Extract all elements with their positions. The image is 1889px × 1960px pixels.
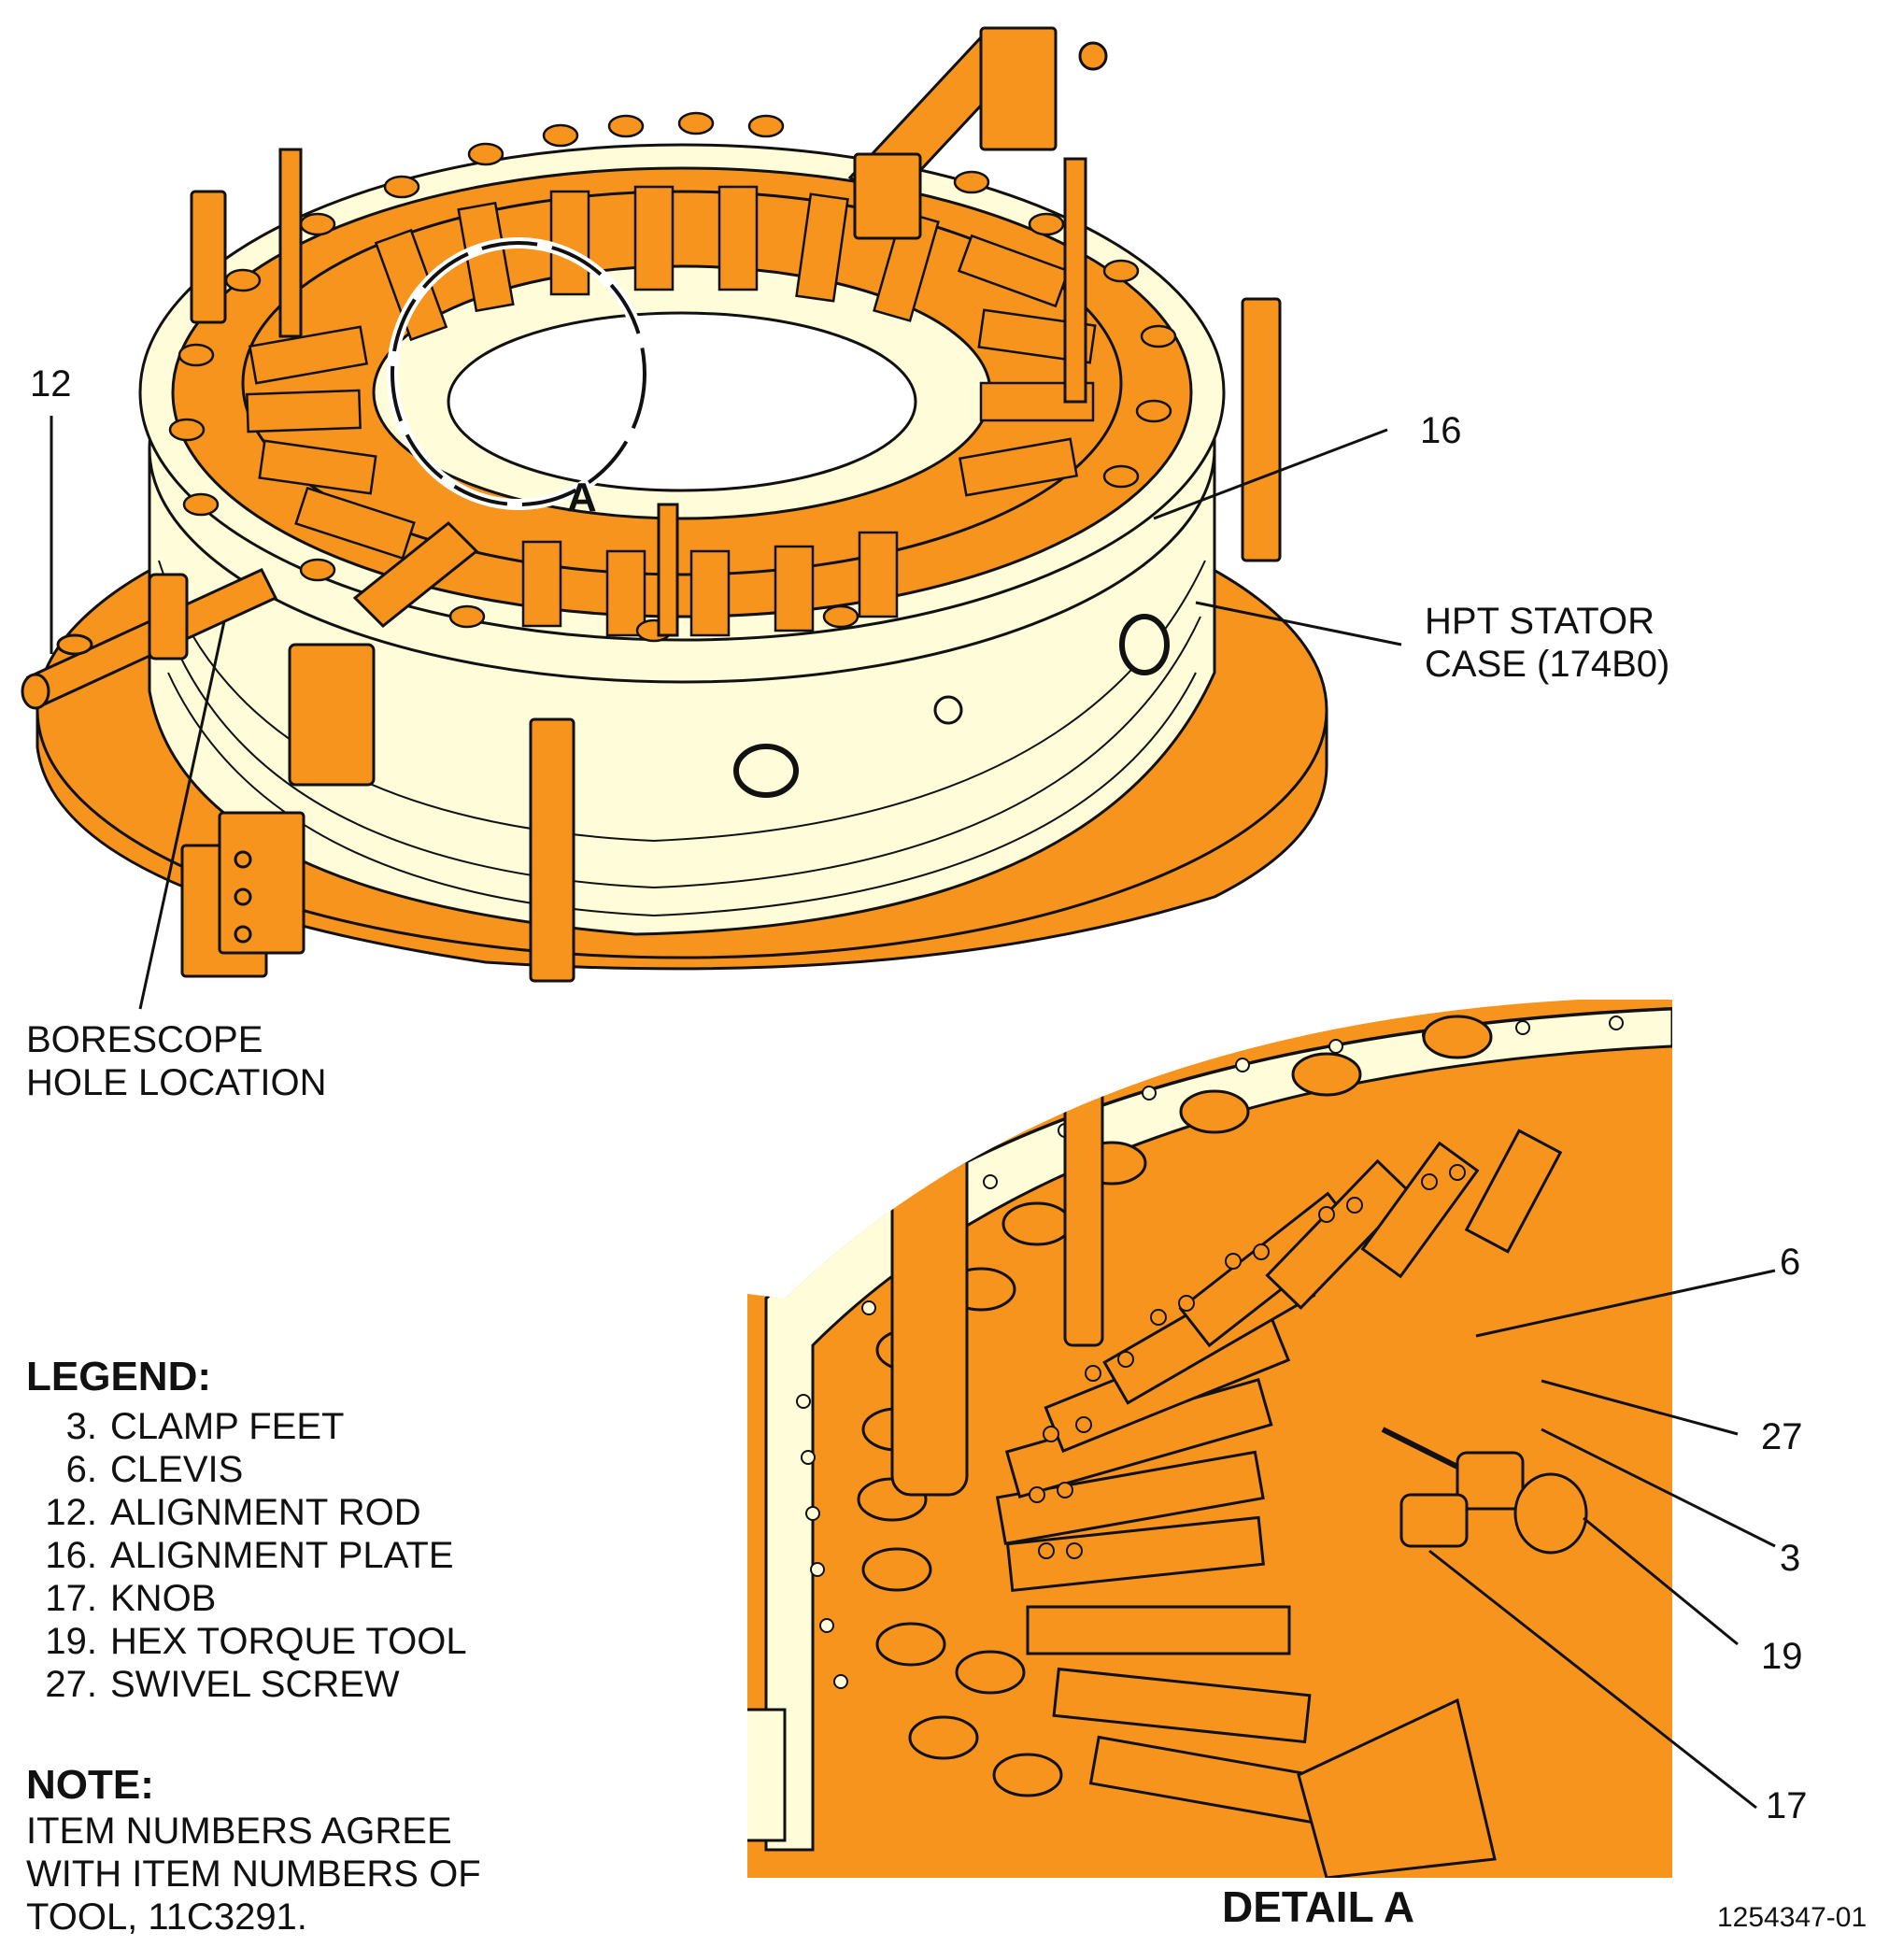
pin-head: [875, 1622, 946, 1667]
pin-head: [1422, 1015, 1493, 1059]
post: [1063, 157, 1087, 404]
legend-item-number: 12.: [45, 1492, 97, 1533]
main-leader-lines: [50, 416, 1402, 1010]
legend-item: 17. KNOB: [26, 1577, 549, 1620]
legend-item: 19. HEX TORQUE TOOL: [26, 1620, 549, 1663]
leader-27: [1541, 1379, 1739, 1436]
legend-item-text: CLAMP FEET: [110, 1406, 345, 1447]
legend-item-number: 27.: [45, 1664, 97, 1705]
callout-16: 16: [1420, 410, 1462, 451]
upper-alignment-arm: [847, 26, 1108, 240]
post: [278, 148, 303, 338]
legend-item-text: KNOB: [110, 1578, 217, 1619]
legend-heading: LEGEND:: [26, 1354, 211, 1399]
legend-item-number: 17.: [45, 1578, 97, 1619]
legend-item: 12. ALIGNMENT ROD: [26, 1491, 549, 1534]
pin-head: [1001, 1201, 1072, 1246]
detail-post: [1063, 1044, 1104, 1347]
leader-borescope-hole: [138, 620, 226, 1010]
callout-hpt-stator-case: HPT STATOR CASE (174B0): [1425, 601, 1670, 685]
pin-head: [992, 1753, 1063, 1797]
pin-head: [1179, 1089, 1250, 1134]
legend-item-number: 16.: [45, 1535, 97, 1576]
pin-head: [861, 1547, 932, 1592]
legend-item-text: HEX TORQUE TOOL: [110, 1621, 467, 1662]
leader-16: [1153, 428, 1388, 520]
pin-head: [1291, 1052, 1362, 1097]
detail-a-title: DETAIL A: [1222, 1882, 1415, 1931]
callout-borescope-hole: BORESCOPE HOLE LOCATION: [26, 1019, 327, 1103]
leader-19: [1583, 1516, 1739, 1646]
clamp-fingers: [246, 185, 1097, 637]
leader-hpt-stator-case: [1195, 601, 1402, 646]
legend-item-text: CLEVIS: [110, 1449, 244, 1490]
callout-19: 19: [1761, 1636, 1803, 1677]
legend-item-text: SWIVEL SCREW: [110, 1664, 400, 1705]
detail-side-tube: [747, 1708, 787, 1842]
detail-leader-lines: [1428, 1269, 1776, 1810]
legend-item: 27. SWIVEL SCREW: [26, 1663, 549, 1706]
legend-item-number: 6.: [65, 1449, 97, 1490]
leader-3: [1541, 1427, 1776, 1548]
detail-post: [890, 1119, 969, 1497]
vertical-posts: [190, 148, 1282, 983]
leader-17: [1428, 1549, 1757, 1810]
knob-body: [1399, 1493, 1469, 1548]
detail-a-view: [747, 1000, 1672, 1878]
callout-27: 27: [1761, 1416, 1803, 1457]
callout-17: 17: [1766, 1785, 1808, 1826]
note-heading: NOTE:: [26, 1762, 154, 1808]
legend-item: 3. CLAMP FEET: [26, 1405, 549, 1448]
pin-head: [908, 1715, 979, 1760]
main-fixture-assembly: [21, 26, 1328, 983]
pin-head: [955, 1650, 1026, 1695]
post: [1241, 297, 1282, 562]
legend: LEGEND: 3. CLAMP FEET 6. CLEVIS 12. ALIG…: [26, 1353, 549, 1706]
post: [529, 717, 575, 983]
leader-6: [1475, 1269, 1776, 1338]
detail-a-ref-letter: A: [567, 475, 597, 520]
base-clamp-block: [180, 811, 305, 978]
detail-lower-bracket: [1297, 1697, 1497, 1878]
legend-item: 6. CLEVIS: [26, 1448, 549, 1491]
legend-item-number: 19.: [45, 1621, 97, 1662]
note-text: ITEM NUMBERS AGREE WITH ITEM NUMBERS OF …: [26, 1811, 481, 1938]
alignment-rod: [21, 568, 278, 710]
callout-3: 3: [1780, 1538, 1801, 1579]
note: NOTE: ITEM NUMBERS AGREE WITH ITEM NUMBE…: [26, 1761, 493, 1939]
post: [190, 190, 227, 324]
flange-pins: [168, 111, 1177, 643]
callout-6: 6: [1780, 1242, 1801, 1283]
figure-id: 1254347-01: [1717, 1902, 1868, 1933]
case-boss: [933, 695, 963, 725]
callout-12: 12: [30, 363, 72, 405]
legend-item-text: ALIGNMENT PLATE: [110, 1535, 454, 1576]
case-boss: [1119, 614, 1170, 675]
post: [657, 503, 679, 637]
legend-item-number: 3.: [65, 1406, 97, 1447]
side-clamp-block: [288, 520, 479, 787]
legend-item: 16. ALIGNMENT PLATE: [26, 1534, 549, 1577]
case-boss: [733, 744, 799, 798]
hex-torque-tool: [1381, 1427, 1588, 1555]
legend-item-text: ALIGNMENT ROD: [110, 1492, 421, 1533]
